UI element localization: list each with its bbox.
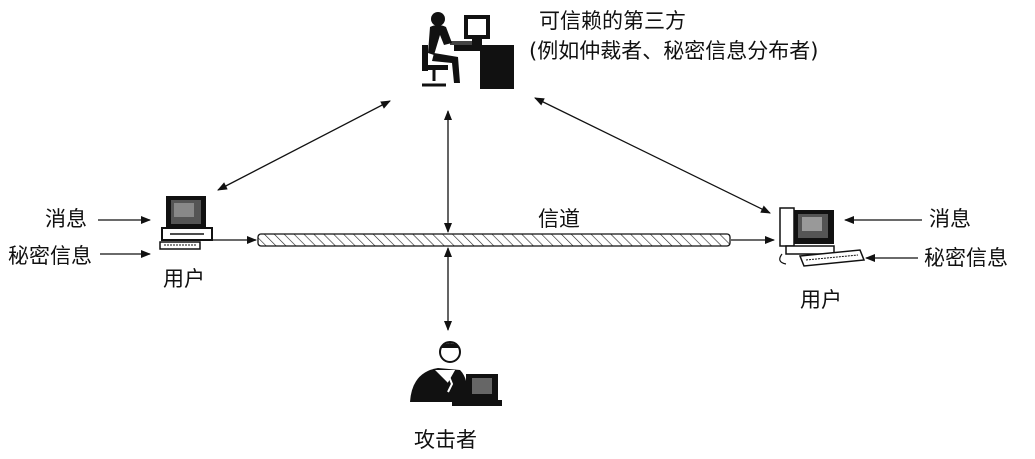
left-secret-label: 秘密信息 <box>8 244 92 268</box>
attacker-at-computer-icon <box>410 341 502 406</box>
third-party-title: 可信赖的第三方 <box>539 9 686 33</box>
left-user-label: 用户 <box>163 267 205 291</box>
right-secret-label: 秘密信息 <box>924 246 1008 270</box>
person-at-computer-icon <box>422 12 514 89</box>
left-message-label: 消息 <box>45 207 87 231</box>
left-desktop-computer-icon <box>159 196 213 250</box>
attacker-label: 攻击者 <box>414 428 477 452</box>
arrow-left-user-to-third-party <box>217 100 391 191</box>
right-message-label: 消息 <box>929 207 971 231</box>
right-desktop-computer-icon <box>779 207 866 267</box>
right-user-label: 用户 <box>800 288 842 312</box>
third-party-subtitle: (例如仲裁者、秘密信息分布者) <box>529 39 819 63</box>
channel-bar <box>257 233 731 247</box>
channel-label: 信道 <box>538 207 580 231</box>
arrow-right-user-to-third-party <box>534 97 771 214</box>
